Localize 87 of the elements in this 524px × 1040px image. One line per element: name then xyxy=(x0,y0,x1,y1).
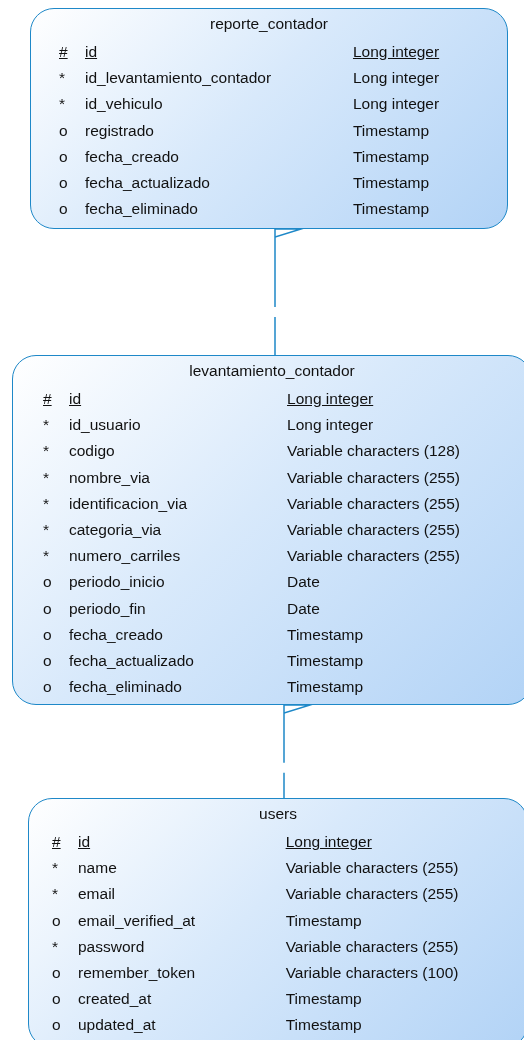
attribute-name: fecha_actualizado xyxy=(69,651,194,672)
key-symbol: o xyxy=(43,651,52,672)
data-type: Timestamp xyxy=(285,1015,362,1036)
attribute-name: id xyxy=(78,832,91,852)
key-symbol: * xyxy=(59,94,66,115)
data-type: Long integer xyxy=(285,832,372,852)
data-type: Long integer xyxy=(287,389,374,409)
attribute-name: email xyxy=(78,884,116,905)
attribute-name: categoria_via xyxy=(69,520,162,540)
key-symbol: o xyxy=(52,1015,61,1036)
entity-card xyxy=(28,798,524,1040)
data-type: Timestamp xyxy=(352,146,430,167)
data-type: Date xyxy=(287,572,320,593)
key-symbol: o xyxy=(43,572,52,593)
data-type: Timestamp xyxy=(352,199,430,220)
attribute-name: fecha_creado xyxy=(85,146,179,167)
data-type: Timestamp xyxy=(352,120,430,141)
entity-card xyxy=(12,355,524,705)
data-type: Date xyxy=(287,598,320,619)
attribute-name: nombre_via xyxy=(69,467,150,488)
entity-title: users xyxy=(258,805,298,823)
data-type: Timestamp xyxy=(287,624,364,645)
data-type: Variable characters (100) xyxy=(285,963,459,983)
key-symbol: * xyxy=(59,68,66,89)
key-symbol: o xyxy=(59,173,68,193)
data-type: Long integer xyxy=(352,94,440,115)
key-symbol: * xyxy=(43,520,50,540)
key-symbol: * xyxy=(43,467,50,488)
attribute-name: id_usuario xyxy=(69,415,141,436)
key-symbol: o xyxy=(43,598,52,619)
key-symbol: o xyxy=(43,677,52,698)
attribute-name: email_verified_at xyxy=(78,910,196,931)
attribute-name: id xyxy=(69,389,82,409)
data-type: Timestamp xyxy=(285,910,362,931)
data-type: Timestamp xyxy=(287,677,364,698)
data-type: Timestamp xyxy=(287,651,364,672)
attribute-name: password xyxy=(78,936,145,957)
data-type: Long integer xyxy=(287,415,374,436)
attribute-name: id_levantamiento_contador xyxy=(85,68,272,89)
key-symbol: * xyxy=(52,884,59,905)
key-symbol: # xyxy=(59,42,68,62)
attribute-name: periodo_fin xyxy=(69,598,146,619)
key-symbol: * xyxy=(43,441,50,462)
key-symbol: o xyxy=(52,910,61,931)
key-symbol: # xyxy=(43,389,52,409)
attribute-name: numero_carriles xyxy=(69,546,181,567)
key-symbol: # xyxy=(52,832,61,852)
attribute-name: identificacion_via xyxy=(69,493,188,514)
attribute-name: updated_at xyxy=(78,1015,156,1036)
attribute-name: registrado xyxy=(85,120,154,141)
data-type: Timestamp xyxy=(352,173,430,193)
attribute-name: codigo xyxy=(69,441,115,462)
entity-title: reporte_contador xyxy=(208,15,330,33)
data-type: Variable characters (128) xyxy=(287,441,460,462)
data-type: Timestamp xyxy=(285,989,362,1010)
attribute-name: periodo_inicio xyxy=(69,572,165,593)
attribute-name: fecha_eliminado xyxy=(85,199,198,220)
key-symbol: o xyxy=(52,989,61,1010)
attribute-name: name xyxy=(78,858,117,879)
data-type: Variable characters (255) xyxy=(285,858,459,879)
data-type: Variable characters (255) xyxy=(287,546,460,567)
attribute-name: fecha_creado xyxy=(69,624,163,645)
entity-card xyxy=(30,8,508,229)
key-symbol: o xyxy=(59,199,68,220)
key-symbol: o xyxy=(59,120,68,141)
attribute-name: id_vehiculo xyxy=(85,94,163,115)
key-symbol: * xyxy=(43,546,50,567)
key-symbol: * xyxy=(43,493,50,514)
data-type: Variable characters (255) xyxy=(285,936,459,957)
attribute-name: created_at xyxy=(78,989,152,1010)
key-symbol: * xyxy=(43,415,50,436)
data-type: Long integer xyxy=(352,68,440,89)
data-type: Variable characters (255) xyxy=(285,884,459,905)
entity-title: levantamiento_contador xyxy=(188,362,356,380)
key-symbol: * xyxy=(52,858,59,879)
data-type: Long integer xyxy=(352,42,440,62)
attribute-name: remember_token xyxy=(78,963,196,983)
data-type: Variable characters (255) xyxy=(287,467,460,488)
key-symbol: o xyxy=(59,146,68,167)
key-symbol: o xyxy=(52,963,61,983)
data-type: Variable characters (255) xyxy=(287,493,460,514)
attribute-name: id xyxy=(85,42,98,62)
key-symbol: * xyxy=(52,936,59,957)
attribute-name: fecha_actualizado xyxy=(85,173,210,193)
key-symbol: o xyxy=(43,624,52,645)
data-type: Variable characters (255) xyxy=(287,520,460,540)
attribute-name: fecha_eliminado xyxy=(69,677,182,698)
